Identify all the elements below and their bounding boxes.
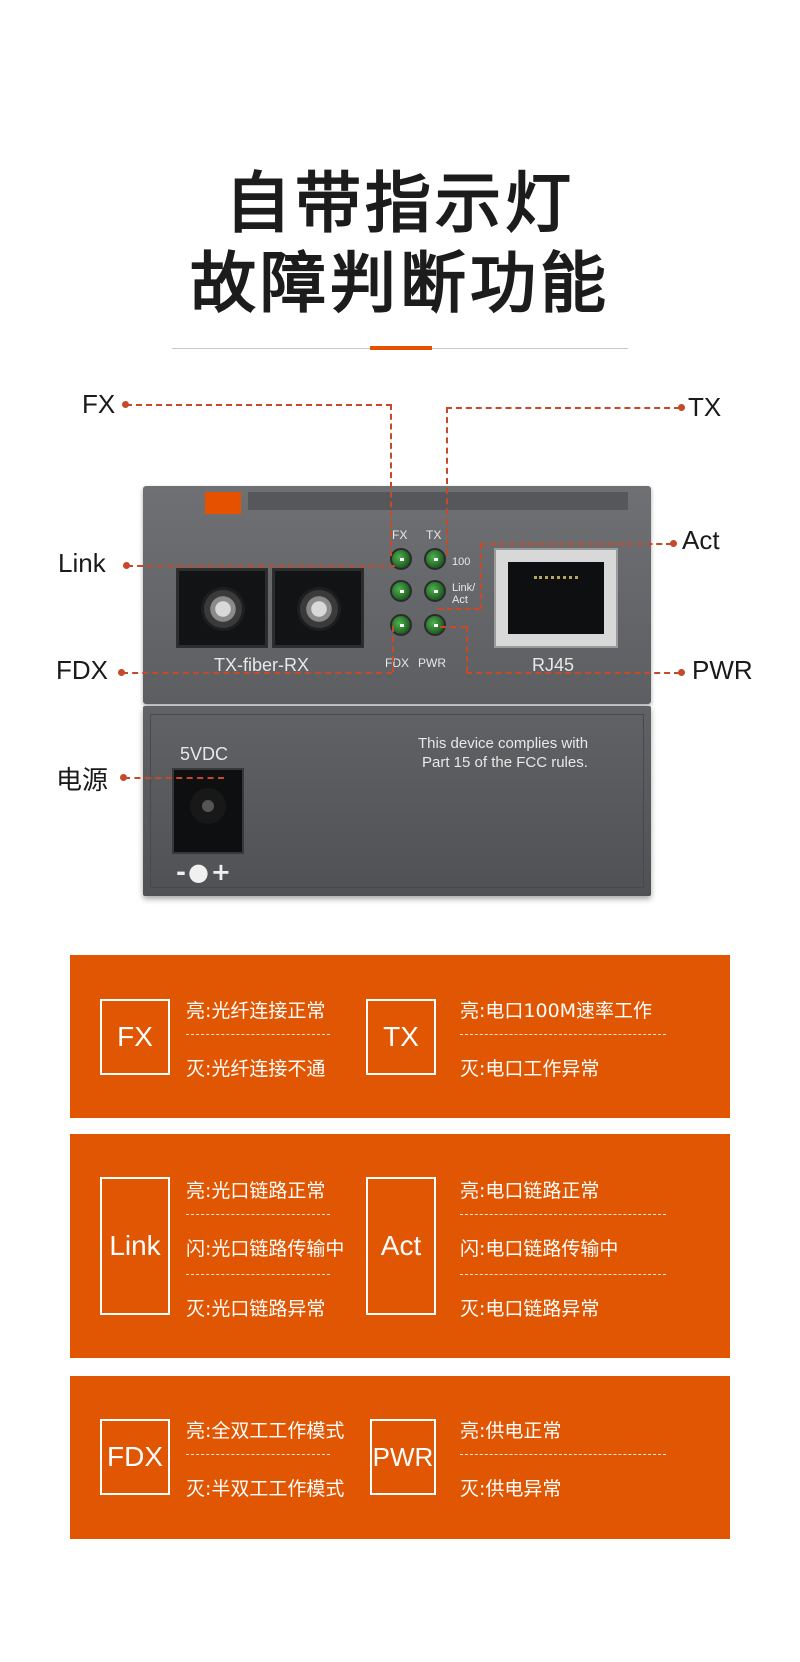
link-led <box>390 580 412 602</box>
act-on-description: 亮:电口链路正常 <box>460 1180 600 1202</box>
power-input-label: 5VDC <box>180 744 229 764</box>
pwr-divider <box>460 1454 666 1455</box>
fx-led <box>390 548 412 570</box>
headline-line-2: 故障判断功能 <box>190 245 610 322</box>
callout-dot-tx <box>678 404 685 411</box>
pwr-on-description: 亮:供电正常 <box>460 1420 562 1442</box>
callout-label-link: Link <box>58 548 106 578</box>
indicator-box-fdx: FDX <box>100 1419 170 1495</box>
headline-line-1: 自带指示灯 <box>225 165 575 242</box>
link-divider-1 <box>186 1214 330 1215</box>
callout-line-tx-v <box>446 407 448 555</box>
fiber-port-label: TX-fiber-RX <box>214 655 310 675</box>
callout-line-pwr-h2 <box>440 626 466 628</box>
led-label-link: Link/ <box>452 582 476 594</box>
fx-divider <box>186 1034 330 1035</box>
fiber-port-tx <box>176 568 268 648</box>
tx-on-description: 亮:电口100M速率工作 <box>460 1000 653 1022</box>
tx-led <box>424 548 446 570</box>
indicator-box-act: Act <box>366 1177 436 1315</box>
pwr-off-description: 灭:供电异常 <box>460 1478 562 1500</box>
callout-line-fx-v <box>390 404 392 556</box>
rj45-label: RJ45 <box>532 655 575 675</box>
pwr-led <box>424 614 446 636</box>
indicator-panel-link-act <box>70 1134 730 1358</box>
fdx-on-description: 亮:全双工工作模式 <box>186 1420 345 1442</box>
callout-line-link <box>127 565 395 567</box>
act-blink-description: 闪:电口链路传输中 <box>460 1238 619 1260</box>
device-top-strip <box>248 492 628 510</box>
callout-label-tx: TX <box>688 392 722 422</box>
callout-dot-power <box>120 774 127 781</box>
callout-line-act-h2 <box>438 608 480 610</box>
rj45-pins <box>534 576 578 584</box>
dc-jack <box>172 768 244 854</box>
rj45-port <box>494 548 618 648</box>
callout-line-pwr-h <box>466 672 680 674</box>
device-bottom-plate <box>150 714 644 888</box>
led-label-fdx: FDX <box>385 656 409 670</box>
callout-label-fdx: FDX <box>56 655 108 685</box>
fdx-divider <box>186 1454 330 1455</box>
link-off-description: 灭:光口链路异常 <box>186 1298 326 1320</box>
callout-line-fdx-h <box>122 672 392 674</box>
indicator-box-tx: TX <box>366 999 436 1075</box>
callout-dot-fdx <box>118 669 125 676</box>
callout-label-power: 电源 <box>56 765 109 795</box>
fx-on-description: 亮:光纤连接正常 <box>186 1000 326 1022</box>
link-divider-2 <box>186 1274 330 1275</box>
callout-dot-fx <box>122 401 129 408</box>
led-label-act: Act <box>452 594 468 606</box>
indicator-panel-fx-tx <box>70 955 730 1118</box>
callout-label-pwr: PWR <box>692 655 753 685</box>
rj45-socket <box>508 562 604 634</box>
callout-line-power <box>124 777 224 779</box>
callout-line-fx-h <box>126 404 392 406</box>
callout-line-act-v <box>480 543 482 609</box>
link-blink-description: 闪:光口链路传输中 <box>186 1238 345 1260</box>
indicator-box-link: Link <box>100 1177 170 1315</box>
fcc-notice-line-1: This device complies with <box>418 735 589 752</box>
callout-label-fx: FX <box>82 389 116 419</box>
act-divider-2 <box>460 1274 666 1275</box>
fdx-off-description: 灭:半双工工作模式 <box>186 1478 345 1500</box>
indicator-box-fx: FX <box>100 999 170 1075</box>
callout-dot-link <box>123 562 130 569</box>
brand-logo-badge <box>205 492 241 514</box>
callout-line-act-h <box>480 543 672 545</box>
fiber-port-rx <box>272 568 364 648</box>
led-label-pwr: PWR <box>418 656 446 670</box>
divider-accent <box>370 346 432 350</box>
callout-line-pwr-v <box>466 626 468 672</box>
callout-line-tx-h <box>446 407 680 409</box>
fiber-connector-icon <box>201 587 245 631</box>
indicator-panel-fdx-pwr <box>70 1376 730 1539</box>
dc-jack-hole <box>190 788 226 824</box>
callout-dot-pwr <box>678 669 685 676</box>
tx-divider <box>460 1034 666 1035</box>
act-led <box>424 580 446 602</box>
link-on-description: 亮:光口链路正常 <box>186 1180 326 1202</box>
fx-off-description: 灭:光纤连接不通 <box>186 1058 326 1080</box>
tx-off-description: 灭:电口工作异常 <box>460 1058 600 1080</box>
fiber-connector-icon <box>297 587 341 631</box>
led-label-speed: 100 <box>452 556 471 568</box>
act-off-description: 灭:电口链路异常 <box>460 1298 600 1320</box>
indicator-box-pwr: PWR <box>370 1419 436 1495</box>
led-label-tx: TX <box>426 528 442 542</box>
fcc-notice-line-2: Part 15 of the FCC rules. <box>422 754 588 771</box>
led-label-fx: FX <box>392 528 408 542</box>
callout-dot-act <box>670 540 677 547</box>
act-divider-1 <box>460 1214 666 1215</box>
callout-label-act: Act <box>682 525 720 555</box>
callout-line-fdx-v <box>392 626 394 672</box>
polarity-icon: -●+ <box>176 858 234 886</box>
fdx-led <box>390 614 412 636</box>
